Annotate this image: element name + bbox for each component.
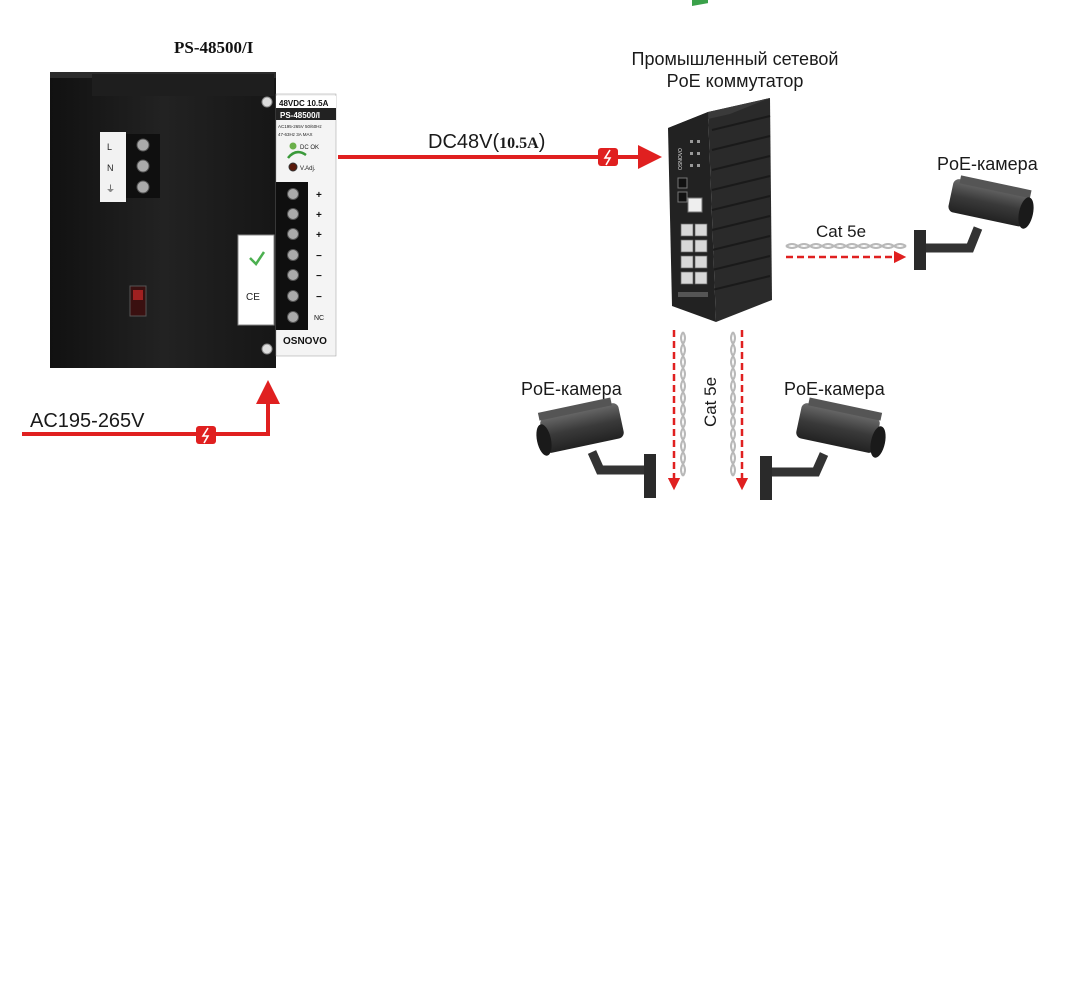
cat5e-label-right: Cat 5e: [816, 222, 867, 241]
psu-out-2: +: [316, 210, 322, 221]
lightning-icon: [598, 148, 618, 166]
camera-label-bottom-right: PoE-камера: [784, 379, 885, 399]
poe-switch: [668, 0, 772, 322]
psu-out-1: +: [316, 190, 322, 201]
poe-camera-bottom-right: [760, 397, 886, 500]
camera-label-right: PoE-камера: [937, 154, 1038, 174]
dc-output-label: DC48V(10.5A): [428, 131, 545, 154]
cat5e-cable-down-left: [667, 330, 686, 491]
ce-mark: CE: [246, 292, 260, 303]
poe-camera-right: [914, 175, 1034, 270]
psu-out-7: NC: [314, 315, 324, 322]
psu-spec2: 47-63Hz 3A MAX: [278, 132, 313, 137]
switch-title: Промышленный сетевой PoE коммутатор: [600, 48, 870, 92]
power-supply-unit: [50, 72, 337, 368]
psu-out-3: +: [316, 230, 322, 241]
poe-camera-left: [536, 397, 656, 498]
psu-out-5: −: [316, 271, 322, 282]
ac-input-label: AC195-265V: [30, 410, 145, 432]
psu-spec1: AC195-265V 50/60Hz: [278, 124, 323, 129]
switch-title-line2: PoE коммутатор: [666, 71, 804, 91]
switch-title-line1: Промышленный сетевой: [631, 49, 839, 69]
cat5e-cable-down-right: [730, 330, 749, 491]
dc-current: 10.5A: [499, 135, 539, 152]
psu-title: PS-48500/I: [174, 38, 254, 57]
dc-close: ): [538, 131, 546, 153]
psu-in-pe: ⏚: [106, 184, 115, 194]
psu-in-l: L: [107, 142, 112, 152]
ac-power-arrow: [22, 380, 280, 436]
cat5e-cable-right: [785, 243, 907, 264]
psu-out-4: −: [316, 251, 322, 262]
dc-voltage: DC48V(: [428, 131, 500, 153]
psu-brand: OSNOVO: [283, 336, 327, 347]
psu-rating: 48VDC 10.5A: [279, 99, 329, 108]
psu-adj-label: V.Adj.: [300, 166, 316, 172]
psu-led-label: DC OK: [300, 145, 319, 151]
cat5e-label-vertical: Cat 5e: [701, 376, 720, 428]
lightning-icon: [196, 426, 216, 444]
psu-model: PS-48500/I: [280, 111, 320, 120]
psu-in-n: N: [107, 163, 114, 173]
camera-label-left: PoE-камера: [521, 379, 622, 399]
switch-brand: OSNOVO: [678, 148, 684, 170]
psu-out-6: −: [316, 292, 322, 303]
